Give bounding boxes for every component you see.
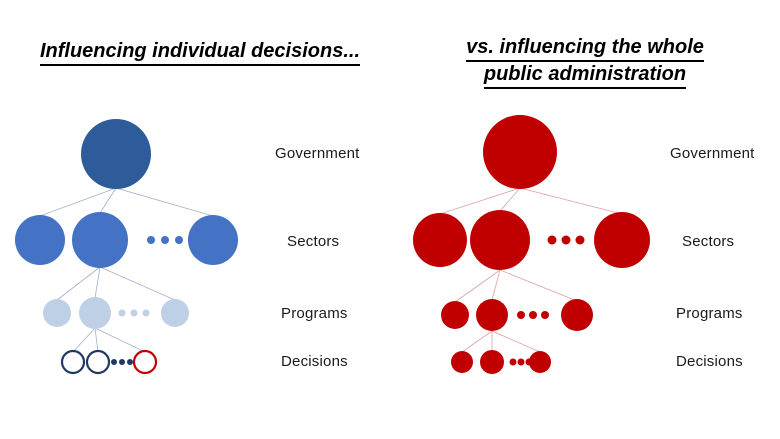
ellipsis-dot-programs bbox=[529, 311, 537, 319]
connector-line bbox=[56, 266, 101, 301]
ellipsis-dot-decisions bbox=[517, 358, 525, 366]
node-programs bbox=[476, 299, 508, 331]
connector-line bbox=[94, 327, 146, 353]
node-decisions bbox=[529, 351, 551, 373]
node-government bbox=[81, 119, 151, 189]
node-programs bbox=[561, 299, 593, 331]
connector-line bbox=[454, 269, 501, 303]
right-hierarchy-svg bbox=[413, 115, 650, 374]
ellipsis-dot-decisions bbox=[525, 358, 533, 366]
level-decisions bbox=[451, 350, 551, 374]
level-sectors bbox=[15, 212, 238, 268]
level-government bbox=[81, 119, 151, 189]
connector-line bbox=[461, 330, 493, 353]
left-title: Influencing individual decisions... bbox=[10, 14, 390, 66]
connector-line bbox=[115, 187, 214, 217]
connector-line bbox=[499, 269, 578, 302]
ellipsis-dot-programs bbox=[142, 309, 150, 317]
connector-lines bbox=[439, 187, 623, 353]
connector-line bbox=[491, 330, 541, 353]
node-decisions bbox=[480, 350, 504, 374]
connector-line bbox=[439, 187, 521, 215]
node-programs bbox=[43, 299, 71, 327]
node-sectors bbox=[15, 215, 65, 265]
node-decisions bbox=[132, 349, 158, 375]
node-sectors bbox=[72, 212, 128, 268]
ellipsis-dot-sectors bbox=[147, 236, 155, 244]
row-label-sectors: Sectors bbox=[682, 233, 735, 250]
row-label-government: Government bbox=[670, 145, 755, 162]
level-decisions bbox=[60, 349, 158, 375]
node-government bbox=[483, 115, 557, 189]
ellipsis-dot-sectors bbox=[175, 236, 183, 244]
connector-line bbox=[491, 269, 501, 301]
ellipsis-dot-programs bbox=[541, 311, 549, 319]
ellipsis-dot-sectors bbox=[575, 235, 585, 245]
ellipsis-dot-decisions bbox=[119, 359, 125, 365]
right-title-line-2: public administration bbox=[483, 62, 687, 89]
row-label-government: Government bbox=[275, 145, 360, 162]
connector-line bbox=[99, 187, 117, 214]
node-decisions bbox=[85, 349, 111, 375]
node-sectors bbox=[413, 213, 467, 267]
left-hierarchy-svg bbox=[15, 119, 238, 375]
level-programs bbox=[441, 299, 593, 331]
node-programs bbox=[441, 301, 469, 329]
right-title: vs. influencing the whole public adminis… bbox=[400, 10, 770, 89]
connector-line bbox=[39, 187, 117, 217]
connector-line bbox=[519, 187, 623, 215]
ellipsis-dot-programs bbox=[517, 311, 525, 319]
ellipsis-dot-programs bbox=[130, 309, 138, 317]
row-label-programs: Programs bbox=[676, 305, 743, 322]
right-title-line-1: vs. influencing the whole bbox=[466, 35, 704, 62]
row-label-sectors: Sectors bbox=[287, 233, 340, 250]
node-sectors bbox=[188, 215, 238, 265]
node-sectors bbox=[594, 212, 650, 268]
row-label-decisions: Decisions bbox=[676, 353, 743, 370]
ellipsis-dot-sectors bbox=[161, 236, 169, 244]
node-sectors bbox=[470, 210, 530, 270]
node-decisions bbox=[60, 349, 86, 375]
row-label-decisions: Decisions bbox=[281, 353, 348, 370]
node-decisions bbox=[451, 351, 473, 373]
ellipsis-dot-decisions bbox=[111, 359, 117, 365]
ellipsis-dot-sectors bbox=[547, 235, 557, 245]
ellipsis-dot-sectors bbox=[561, 235, 571, 245]
connector-line bbox=[99, 266, 176, 301]
ellipsis-dot-decisions bbox=[127, 359, 133, 365]
connector-line bbox=[499, 187, 521, 212]
connector-line bbox=[72, 327, 96, 353]
row-label-programs: Programs bbox=[281, 305, 348, 322]
node-programs bbox=[79, 297, 111, 329]
node-programs bbox=[161, 299, 189, 327]
connector-line bbox=[94, 327, 99, 353]
connector-lines bbox=[39, 187, 214, 353]
left-title-text: Influencing individual decisions... bbox=[39, 39, 361, 66]
ellipsis-dot-decisions bbox=[509, 358, 517, 366]
level-programs bbox=[43, 297, 189, 329]
level-sectors bbox=[413, 210, 650, 270]
ellipsis-dot-programs bbox=[118, 309, 126, 317]
connector-line bbox=[94, 266, 101, 299]
level-government bbox=[483, 115, 557, 189]
